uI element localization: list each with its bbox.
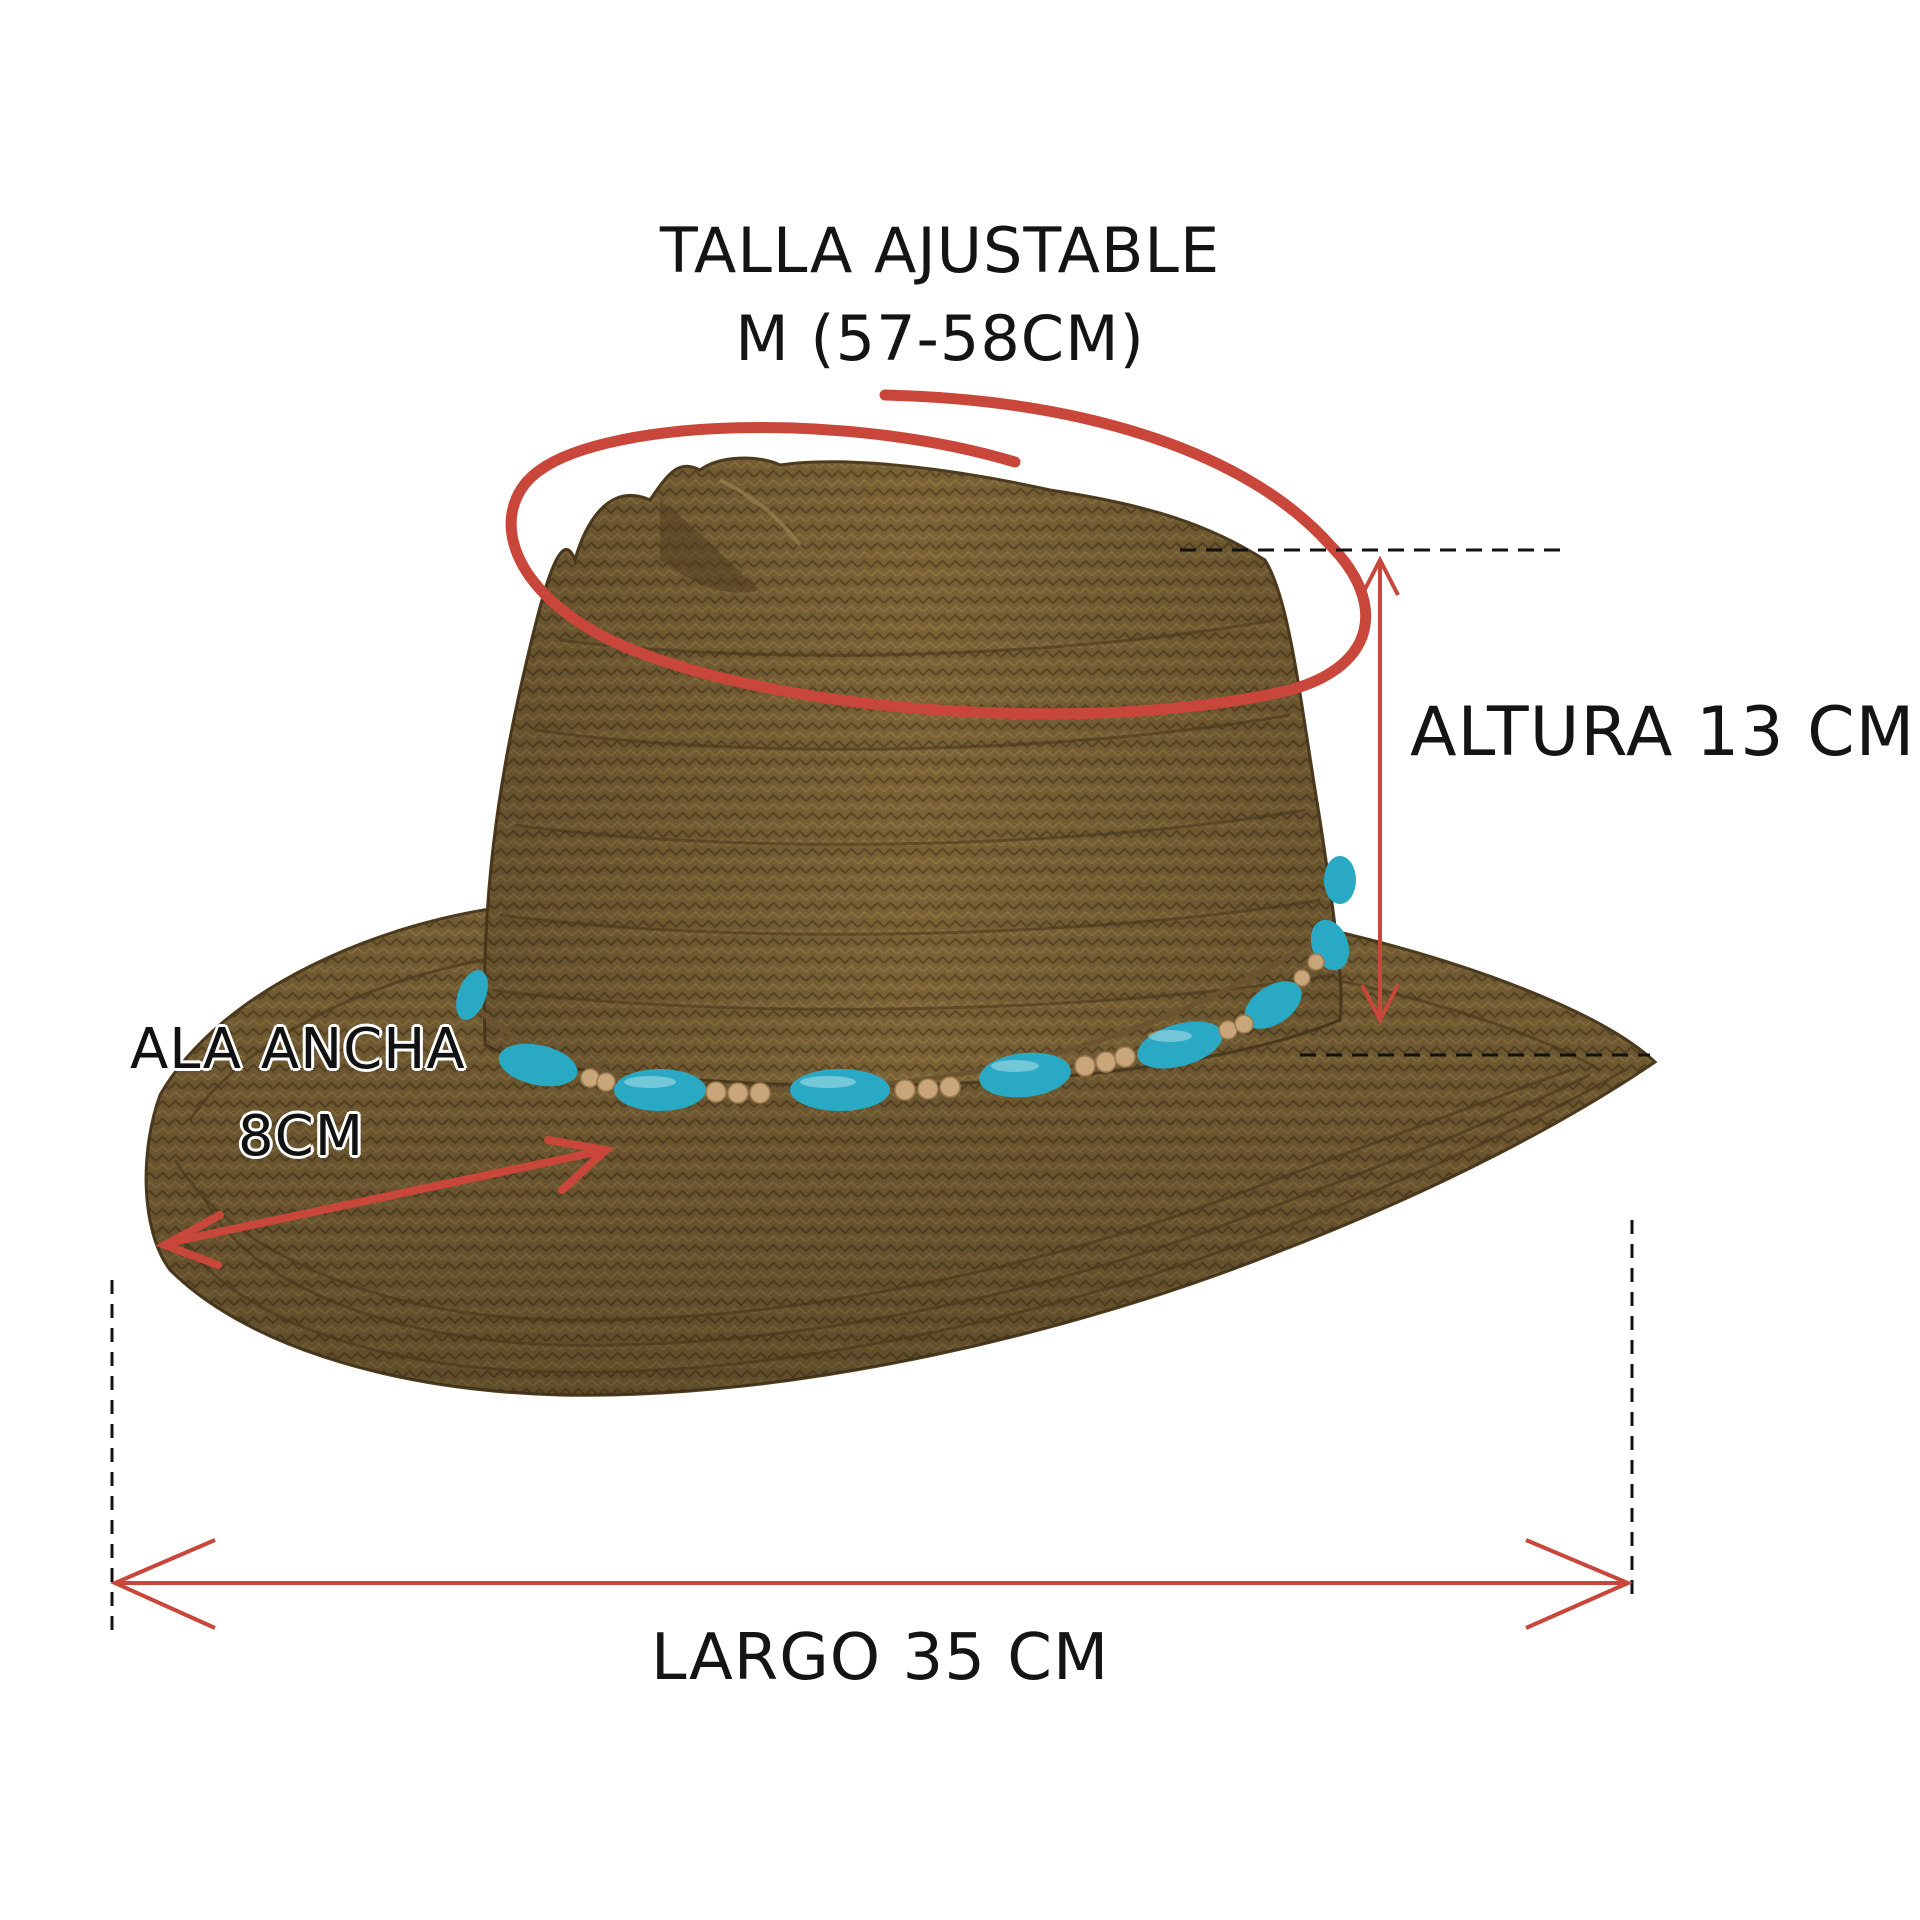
- size-title-label: TALLA AJUSTABLE: [659, 214, 1221, 287]
- brim-dimension-arrow: [155, 1136, 615, 1269]
- hat-crown: [482, 456, 1343, 1087]
- brim-title-label: ALA ANCHA: [130, 1017, 466, 1082]
- length-dimension: [110, 1220, 1634, 1630]
- turquoise-bead: [456, 856, 1356, 1111]
- bead-band: [456, 856, 1356, 1111]
- size-value-label: M (57-58CM): [735, 302, 1145, 375]
- length-label: LARGO 35 CM: [650, 1621, 1110, 1695]
- wood-bead: [580, 953, 1325, 1104]
- height-dimension: [1180, 548, 1650, 1057]
- size-annotation-ellipse: [505, 389, 1372, 720]
- height-label: ALTURA 13 CM: [1410, 693, 1916, 772]
- brim-value-label: 8CM: [238, 1104, 365, 1169]
